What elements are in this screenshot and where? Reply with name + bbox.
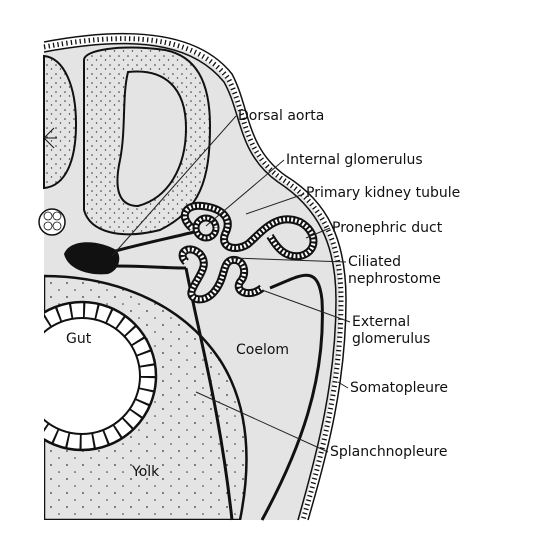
notochord-cells bbox=[43, 211, 62, 231]
dorsal-aorta bbox=[64, 242, 120, 275]
label-ciliated-line1: Ciliated bbox=[348, 254, 401, 270]
notochord bbox=[38, 208, 66, 236]
neural-tube-rays bbox=[43, 127, 57, 149]
somite-cavity bbox=[116, 70, 188, 208]
ectoderm-inner bbox=[43, 42, 337, 521]
label-ciliated-line2: nephrostome bbox=[348, 271, 441, 287]
label-internal-glomerulus: Internal glomerulus bbox=[286, 152, 423, 168]
label-external-line2: glomerulus bbox=[352, 331, 430, 347]
label-splanchnopleure: Splanchnopleure bbox=[330, 444, 447, 460]
somatopleure-line bbox=[260, 273, 324, 521]
label-external-line1: External bbox=[352, 314, 410, 330]
ectoderm-outer bbox=[43, 32, 347, 521]
gut-epithelium bbox=[44, 302, 156, 450]
label-coelom: Coelom bbox=[236, 342, 289, 358]
kidney-tubules bbox=[178, 201, 318, 304]
aorta-branch-upper bbox=[111, 230, 195, 254]
label-gut: Gut bbox=[66, 331, 92, 347]
leader-lines bbox=[111, 115, 351, 453]
label-dorsal-aorta: Dorsal aorta bbox=[238, 108, 324, 124]
label-somatopleure: Somatopleure bbox=[350, 380, 448, 396]
label-primary-kidney-tubule: Primary kidney tubule bbox=[306, 185, 460, 201]
label-yolk: Yolk bbox=[131, 464, 160, 480]
label-pronephric-duct: Pronephric duct bbox=[332, 220, 443, 236]
aorta-branch-lower bbox=[113, 264, 187, 270]
neural-tube bbox=[43, 54, 78, 190]
